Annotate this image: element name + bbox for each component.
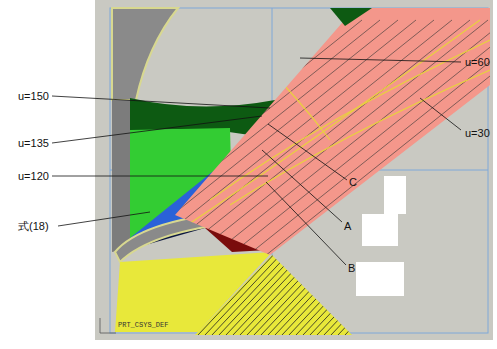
callout-label: u=120 [18,170,49,182]
blank-box [362,214,398,246]
callout-label: u=135 [18,137,49,149]
callout-label: u=150 [18,90,49,102]
surface-patch [330,8,372,26]
callout-label: u=60 [465,56,490,68]
axis-label: PRT_CSYS_DEF [118,322,168,330]
callout-label: 式(18) [18,220,49,232]
blade-surface [112,8,178,100]
blank-box [384,176,406,214]
callout-label: C [349,176,357,188]
background-panel [95,0,493,340]
callout-label: A [344,220,351,232]
leader-lines [52,58,461,265]
callout-label: B [348,262,355,274]
callout-label: u=30 [465,127,490,139]
blank-box [356,262,404,296]
